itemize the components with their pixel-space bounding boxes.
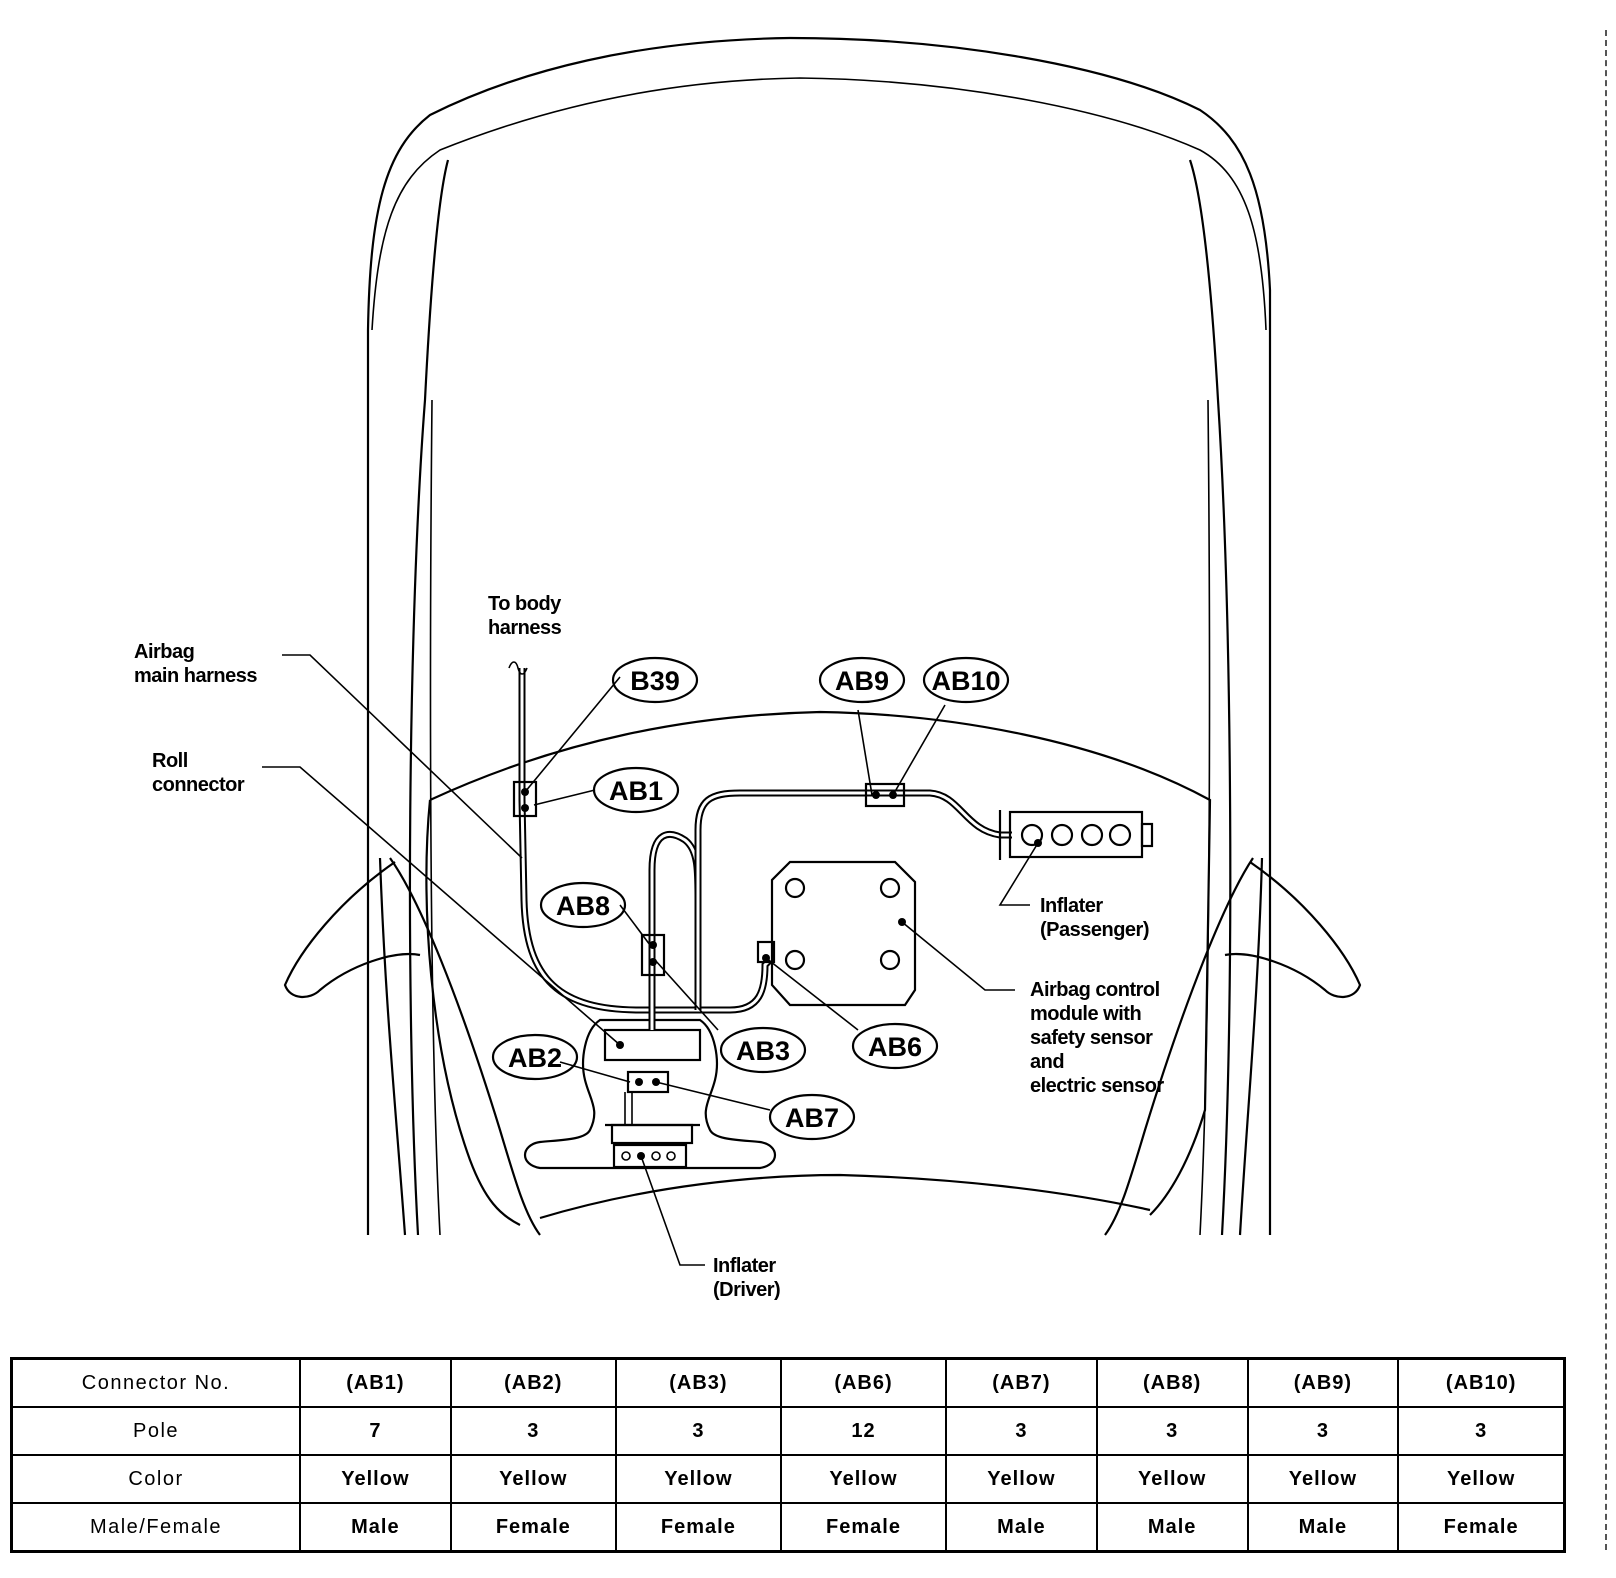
label-roll-connector: Roll connector xyxy=(152,750,245,796)
label-inflater-passenger: Inflater (Passenger) xyxy=(1040,895,1149,941)
svg-text:AB1: AB1 xyxy=(609,776,663,806)
label-inflater-driver: Inflater (Driver) xyxy=(713,1255,781,1301)
leader-lines xyxy=(262,654,1039,1266)
row-header: Male/Female xyxy=(10,1502,301,1553)
tag-ab1: AB1 xyxy=(592,766,680,814)
table-row-pole: Pole 7 3 3 12 3 3 3 3 xyxy=(10,1406,1566,1456)
table-cell: Yellow xyxy=(1095,1454,1249,1504)
table-cell: Male xyxy=(1095,1502,1249,1553)
wiring-harness xyxy=(508,661,1012,1030)
svg-text:AB7: AB7 xyxy=(785,1103,839,1133)
table-cell: Female xyxy=(449,1502,617,1553)
tag-ab7: AB7 xyxy=(768,1093,856,1141)
table-cell: 3 xyxy=(614,1406,782,1456)
svg-text:AB2: AB2 xyxy=(508,1043,562,1073)
label-airbag-control-module: Airbag control module with safety sensor… xyxy=(1030,979,1165,1097)
table-cell: Yellow xyxy=(1246,1454,1400,1504)
table-cell: 3 xyxy=(1246,1406,1400,1456)
table-cell: 3 xyxy=(449,1406,617,1456)
inflater-passenger-unit xyxy=(998,810,1154,860)
table-cell: 12 xyxy=(779,1406,948,1456)
inflater-driver-unit xyxy=(612,1143,688,1169)
svg-text:AB6: AB6 xyxy=(868,1032,922,1062)
label-airbag-main-harness: Airbag main harness xyxy=(134,641,257,687)
tag-ab3: AB3 xyxy=(719,1026,807,1074)
table-cell: (AB9) xyxy=(1246,1357,1400,1408)
connector-table: Connector No. (AB1) (AB2) (AB3) (AB6) (A… xyxy=(10,1357,1566,1553)
page-edge-dashes xyxy=(1605,30,1607,1550)
table-cell: 3 xyxy=(1397,1406,1566,1456)
tag-ab9: AB9 xyxy=(818,656,906,704)
table-cell: (AB7) xyxy=(945,1357,1098,1408)
table-cell: 3 xyxy=(945,1406,1098,1456)
car-body-outline xyxy=(283,36,1362,1236)
table-cell: 3 xyxy=(1095,1406,1249,1456)
table-cell: (AB8) xyxy=(1095,1357,1249,1408)
table-cell: Male xyxy=(299,1502,452,1553)
table-cell: Female xyxy=(614,1502,782,1553)
table-cell: Yellow xyxy=(614,1454,782,1504)
table-cell: Yellow xyxy=(299,1454,452,1504)
table-row-male-female: Male/Female Male Female Female Female Ma… xyxy=(10,1502,1566,1553)
table-cell: 7 xyxy=(299,1406,452,1456)
row-header: Connector No. xyxy=(10,1357,301,1408)
svg-text:AB3: AB3 xyxy=(736,1036,790,1066)
svg-text:AB10: AB10 xyxy=(931,666,1000,696)
label-to-body-harness: To body harness xyxy=(488,593,566,639)
airbag-harness-diagram: To body harness Airbag main harness Roll… xyxy=(134,36,1362,1301)
tag-b39: B39 xyxy=(611,656,699,704)
table-cell: Male xyxy=(1246,1502,1400,1553)
table-cell: Yellow xyxy=(1397,1454,1566,1504)
table-cell: Male xyxy=(945,1502,1098,1553)
table-cell: Female xyxy=(779,1502,948,1553)
row-header: Pole xyxy=(10,1406,301,1456)
table-cell: (AB1) xyxy=(299,1357,452,1408)
table-cell: (AB10) xyxy=(1397,1357,1566,1408)
table-row-color: Color Yellow Yellow Yellow Yellow Yellow… xyxy=(10,1454,1566,1504)
table-cell: Yellow xyxy=(945,1454,1098,1504)
airbag-control-module xyxy=(770,860,917,1007)
table-cell: Female xyxy=(1397,1502,1566,1553)
tag-ab6: AB6 xyxy=(851,1022,939,1070)
tag-ab2: AB2 xyxy=(491,1033,579,1081)
svg-text:AB9: AB9 xyxy=(835,666,889,696)
svg-text:AB8: AB8 xyxy=(556,891,610,921)
table-cell: Yellow xyxy=(449,1454,617,1504)
svg-text:B39: B39 xyxy=(630,666,680,696)
row-header: Color xyxy=(10,1454,301,1504)
tag-ab8: AB8 xyxy=(539,881,627,929)
tag-ab10: AB10 xyxy=(922,656,1010,704)
table-row-connector-no: Connector No. (AB1) (AB2) (AB3) (AB6) (A… xyxy=(10,1357,1566,1408)
table-cell: Yellow xyxy=(779,1454,948,1504)
table-cell: (AB6) xyxy=(779,1357,948,1408)
table-cell: (AB3) xyxy=(614,1357,782,1408)
table-cell: (AB2) xyxy=(449,1357,617,1408)
